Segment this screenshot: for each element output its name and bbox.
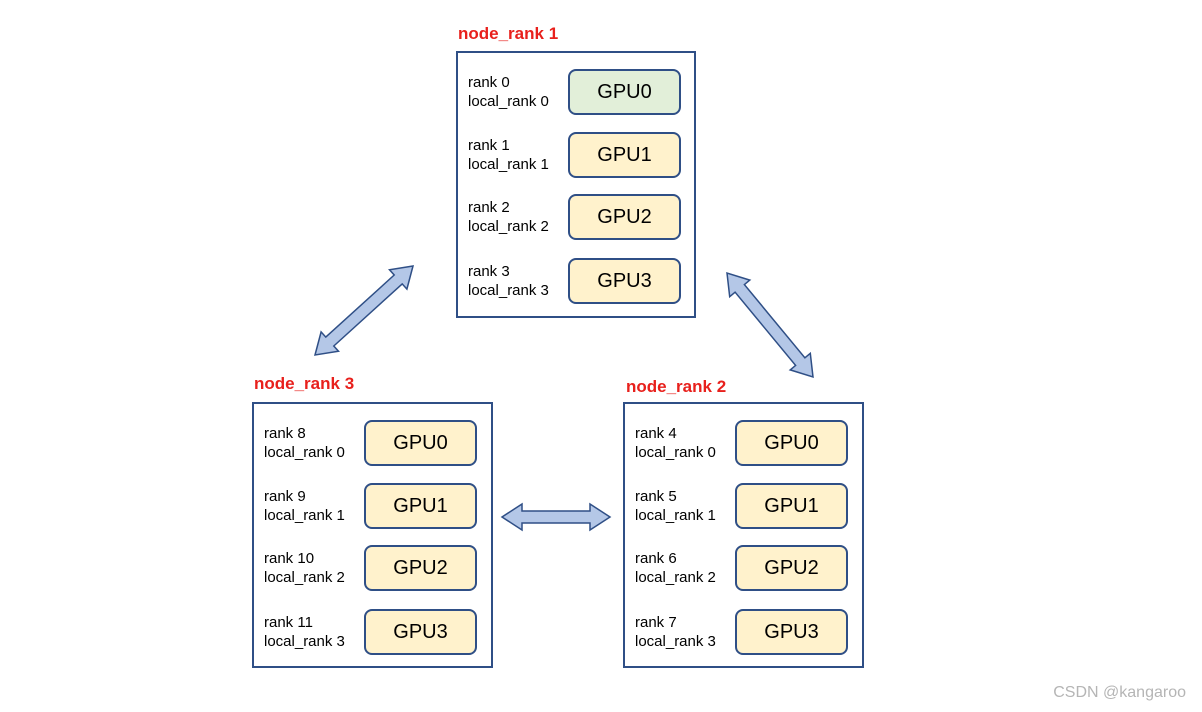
gpu-box: GPU1: [364, 483, 477, 529]
watermark: CSDN @kangaroo: [1053, 684, 1186, 701]
gpu-box: GPU1: [735, 483, 848, 529]
node-title-3: node_rank 3: [254, 374, 355, 393]
arrow-node1-node3: [313, 265, 415, 356]
gpu-box-master: GPU0: [568, 69, 681, 115]
node-title-2: node_rank 2: [626, 377, 727, 396]
gpu-box: GPU3: [735, 609, 848, 655]
gpu-box: GPU1: [568, 132, 681, 178]
gpu-box: GPU2: [568, 194, 681, 240]
node-title-1: node_rank 1: [458, 24, 559, 43]
gpu-box: GPU0: [364, 420, 477, 466]
arrow-node3-node2: [500, 502, 612, 532]
arrow-node1-node2: [726, 271, 814, 379]
gpu-box: GPU2: [364, 545, 477, 591]
gpu-box: GPU2: [735, 545, 848, 591]
gpu-box: GPU0: [735, 420, 848, 466]
gpu-box: GPU3: [364, 609, 477, 655]
gpu-box: GPU3: [568, 258, 681, 304]
